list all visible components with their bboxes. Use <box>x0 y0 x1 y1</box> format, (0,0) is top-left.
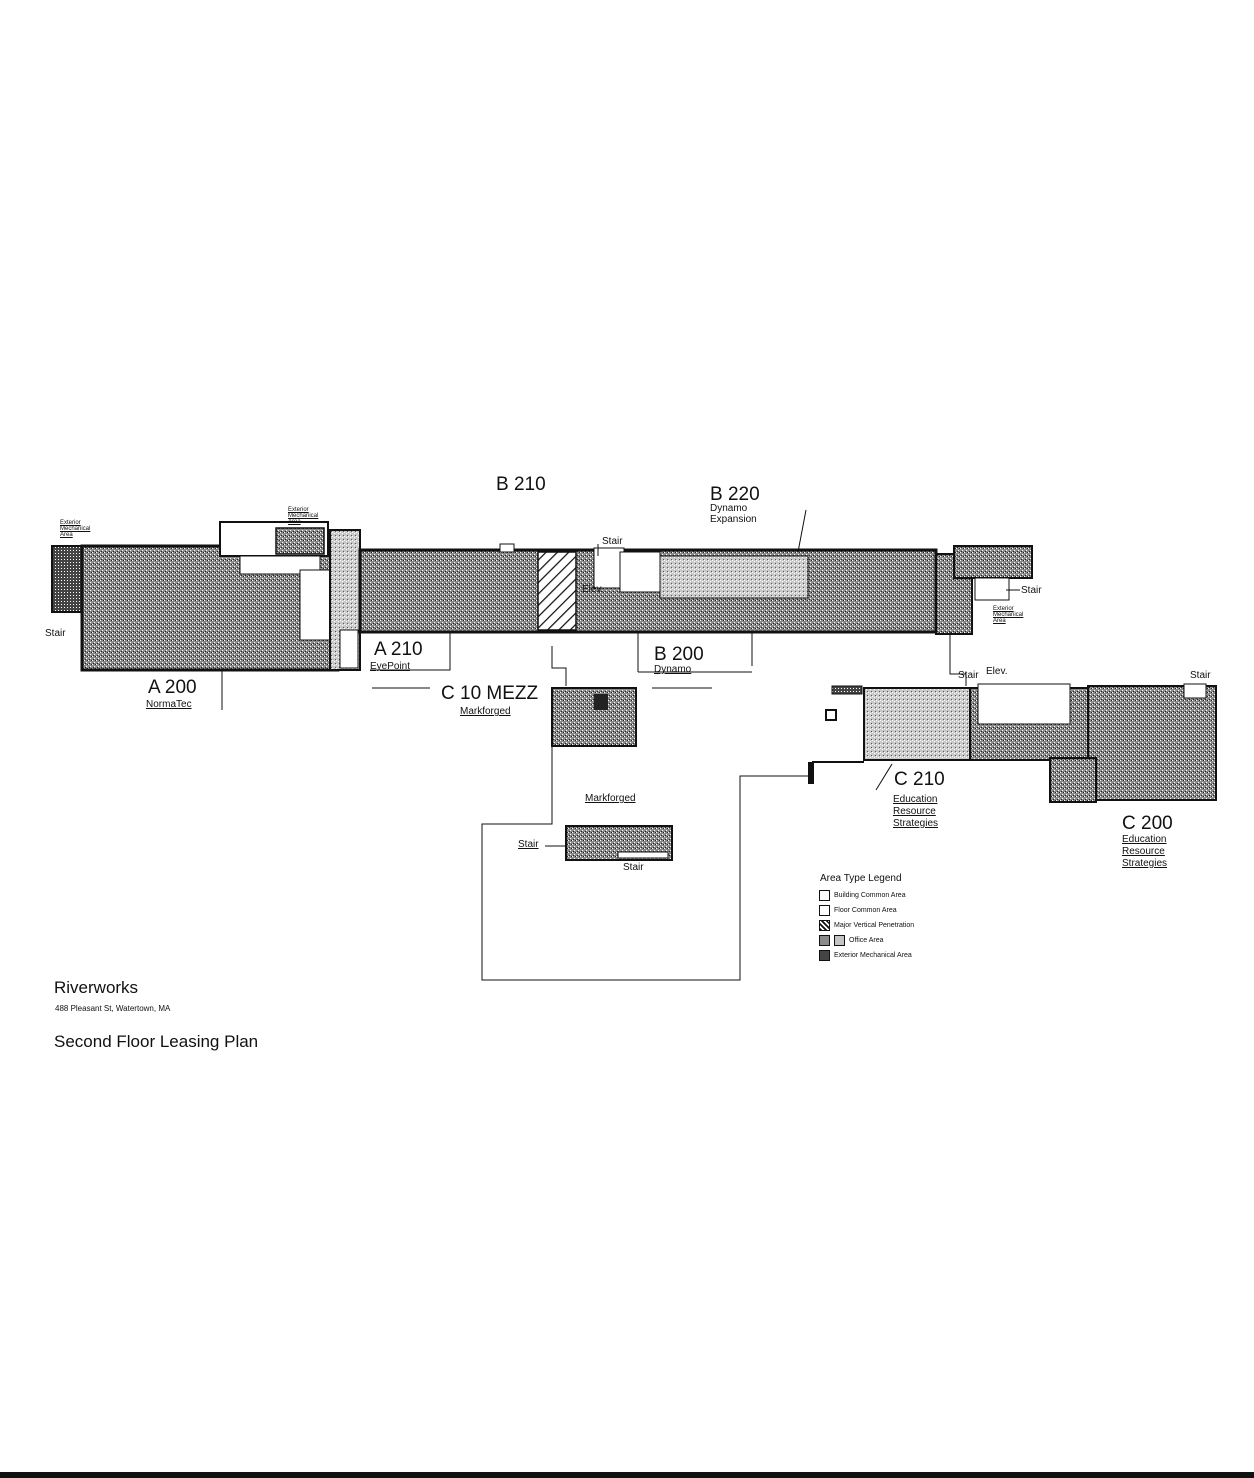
suite-b210-number: B 210 <box>496 474 546 495</box>
stair-label-c-core: Stair <box>958 670 979 681</box>
suite-b220-number: B 220 <box>710 484 760 505</box>
suite-a210-number: A 210 <box>374 639 423 660</box>
page-bottom-border <box>0 1472 1254 1478</box>
common-area-outline <box>221 632 967 981</box>
stair-label-a-west: Stair <box>45 628 66 639</box>
legend-swatch-stipple <box>819 934 830 946</box>
property-name: Riverworks <box>54 978 139 997</box>
suite-c10mezz-number: C 10 MEZZ <box>441 683 539 704</box>
legend-item-office: Office Area <box>819 934 884 946</box>
suite-a200-tenant: NormaTec <box>146 699 192 710</box>
legend-swatch-blank <box>819 904 830 916</box>
legend-item-building-common: Building Common Area <box>819 889 906 901</box>
plan-title: Second Floor Leasing Plan <box>54 1032 259 1051</box>
suite-a200-number: A 200 <box>148 677 197 698</box>
suite-c210-tenant-line3: Strategies <box>893 818 939 829</box>
legend-item-vertical-penetration: Major Vertical Penetration <box>819 919 914 931</box>
legend-swatch-stipple-light <box>834 934 845 946</box>
suite-c200-tenant-line2: Resource <box>1122 846 1165 857</box>
suite-c210-tenant-line1: Education <box>893 794 938 805</box>
legend-label: Exterior Mechanical Area <box>834 951 912 959</box>
elev-label-c-core: Elev. <box>986 666 1008 677</box>
suite-c200-tenant-line3: Strategies <box>1122 858 1168 869</box>
suite-b200-number: B 200 <box>654 644 704 665</box>
suite-c200-tenant-line1: Education <box>1122 834 1167 845</box>
stair-label-c-east: Stair <box>1190 670 1211 681</box>
legend-swatch-dense <box>819 949 830 961</box>
building-c <box>808 683 1217 803</box>
legend-label: Floor Common Area <box>834 906 897 914</box>
suite-c210-number: C 210 <box>894 769 945 790</box>
building-a <box>51 521 361 672</box>
suite-c10mezz-tenant: Markforged <box>460 706 511 717</box>
stair-label-b-east: Stair <box>1021 585 1042 596</box>
building-b <box>358 543 1033 635</box>
legend-label: Office Area <box>849 936 884 944</box>
suite-c200-number: C 200 <box>1122 813 1173 834</box>
stair-label-mezz-south: Stair <box>623 862 644 873</box>
legend-swatch-blank <box>819 889 830 901</box>
stair-label-mezz-west: Stair <box>518 839 539 850</box>
leader-lines <box>545 509 1020 847</box>
ext-mech-label-b-east: Exterior Mechanical Area <box>993 606 1024 624</box>
building-c-mezz <box>551 687 673 861</box>
property-address: 488 Pleasant St, Watertown, MA <box>55 1004 171 1013</box>
legend-title: Area Type Legend <box>820 873 902 884</box>
suite-a210-tenant: EyePoint <box>370 661 411 672</box>
suite-b200-tenant: Dynamo <box>654 664 692 675</box>
markforged-lower-label: Markforged <box>585 793 636 804</box>
legend-item-exterior-mechanical: Exterior Mechanical Area <box>819 949 912 961</box>
legend-label: Building Common Area <box>834 891 906 899</box>
legend-item-floor-common: Floor Common Area <box>819 904 897 916</box>
ext-mech-label-a-west: Exterior Mechanical Area <box>60 520 91 538</box>
suite-b220-tenant-line2: Expansion <box>710 514 757 525</box>
legend-swatch-hatch <box>819 919 830 931</box>
elev-label-b-core: Elev. <box>582 584 604 595</box>
legend-label: Major Vertical Penetration <box>834 921 915 929</box>
ext-mech-label-a-north: Exterior Mechanical Area <box>288 507 319 525</box>
suite-c210-tenant-line2: Resource <box>893 806 936 817</box>
suite-b220-tenant-line1: Dynamo <box>710 503 748 514</box>
stair-label-b-core: Stair <box>602 536 623 547</box>
